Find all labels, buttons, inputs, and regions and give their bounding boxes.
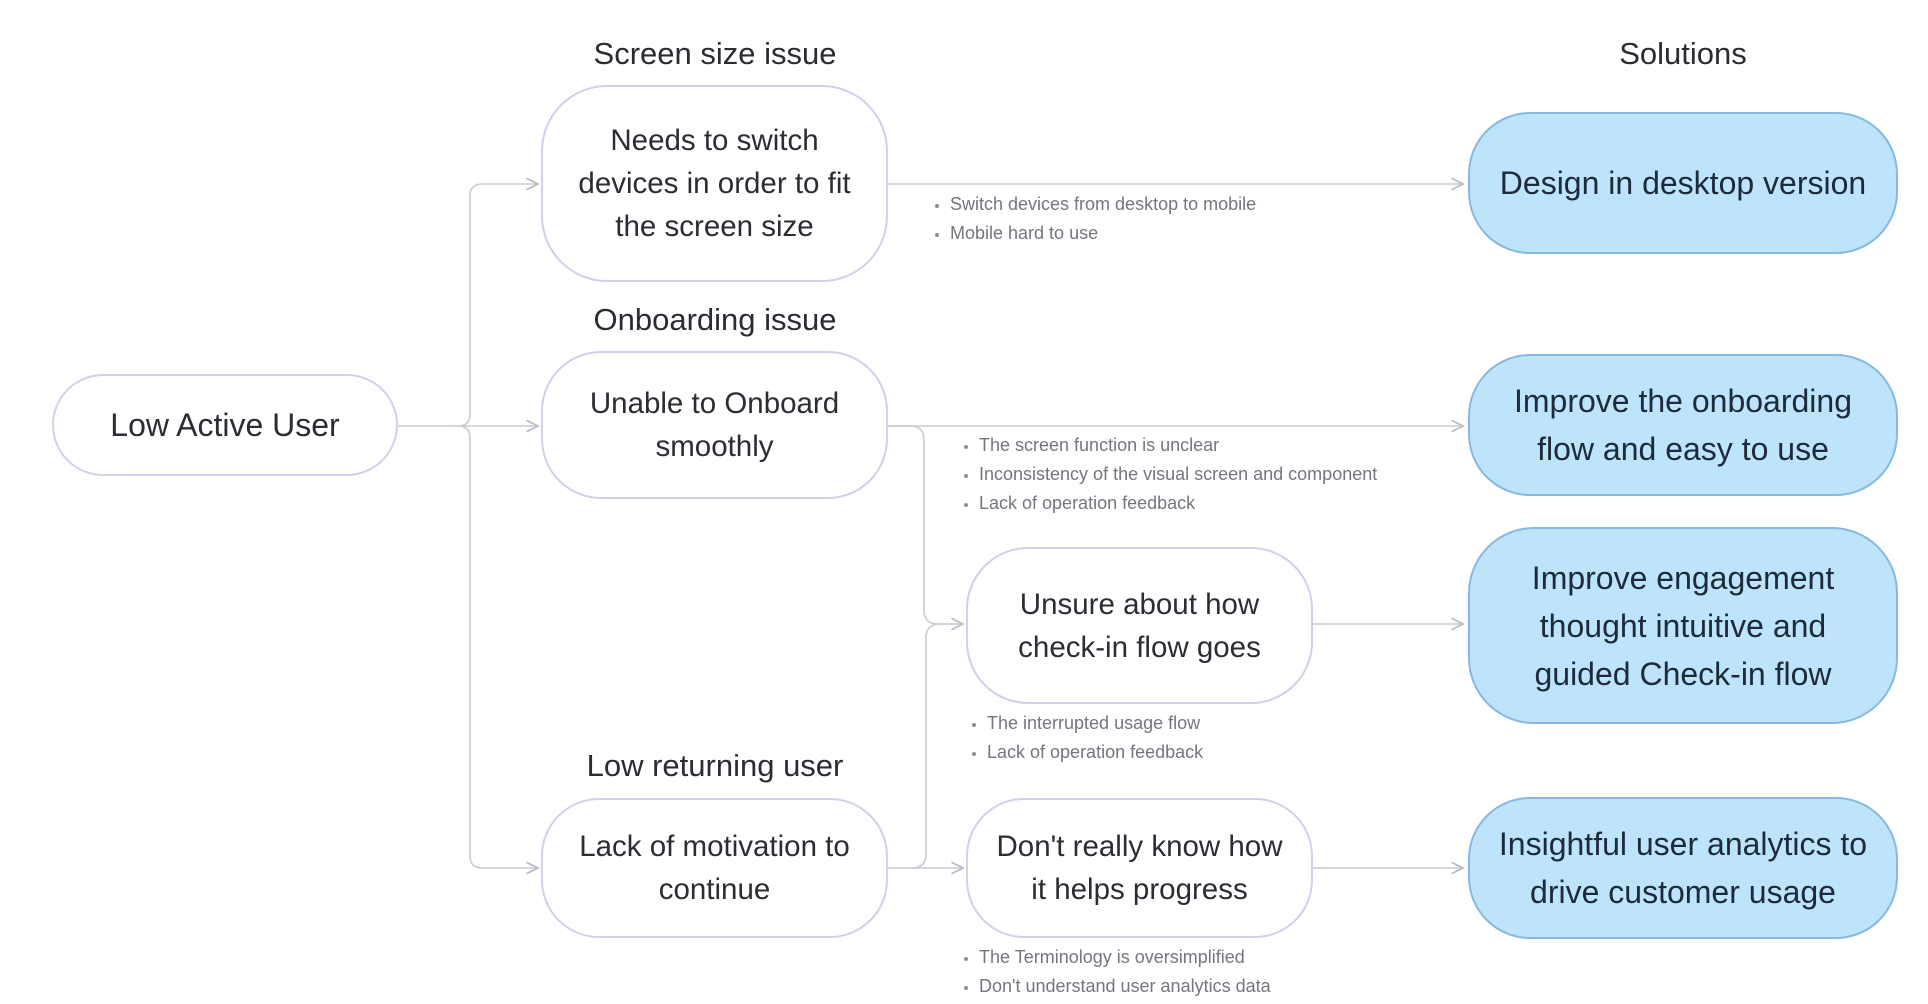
connector-root-to-switch bbox=[457, 184, 538, 427]
connector-onboard-to-unsure bbox=[888, 425, 963, 624]
notes-onboarding: The screen function is unclear Inconsist… bbox=[957, 431, 1377, 518]
node-label: Unsure about how check-in flow goes bbox=[1018, 587, 1261, 664]
solution-onboarding-flow: Improve the onboarding flow and easy to … bbox=[1468, 354, 1898, 496]
note-item: Mobile hard to use bbox=[950, 219, 1256, 248]
note-item: The Terminology is oversimplified bbox=[979, 943, 1271, 972]
solution-user-analytics: Insightful user analytics to drive custo… bbox=[1468, 797, 1898, 939]
solution-label: Design in desktop version bbox=[1499, 165, 1867, 201]
solution-label: Insightful user analytics to drive custo… bbox=[1498, 826, 1868, 910]
note-item: Lack of operation feedback bbox=[979, 489, 1377, 518]
solution-checkin-engagement: Improve engagement thought intuitive and… bbox=[1468, 527, 1898, 724]
note-item: Switch devices from desktop to mobile bbox=[950, 190, 1256, 219]
notes-progress: The Terminology is oversimplified Don't … bbox=[957, 943, 1271, 1001]
note-item: The screen function is unclear bbox=[979, 431, 1377, 460]
node-dont-know-progress: Don't really know how it helps progress bbox=[966, 798, 1313, 938]
heading-screen-size: Screen size issue bbox=[593, 36, 837, 71]
node-label: Don't really know how it helps progress bbox=[996, 830, 1283, 906]
node-unsure-checkin: Unsure about how check-in flow goes bbox=[966, 547, 1313, 704]
notes-screen-size: Switch devices from desktop to mobile Mo… bbox=[928, 190, 1256, 248]
node-label: Unable to Onboard smoothly bbox=[589, 387, 840, 463]
heading-returning: Low returning user bbox=[586, 748, 844, 783]
note-item: Don't understand user analytics data bbox=[979, 972, 1271, 1001]
note-item: Lack of operation feedback bbox=[987, 738, 1203, 767]
node-unable-onboard: Unable to Onboard smoothly bbox=[541, 351, 888, 499]
connector-motivation-to-unsure bbox=[911, 623, 963, 869]
node-lack-motivation: Lack of motivation to continue bbox=[541, 798, 888, 938]
heading-onboarding: Onboarding issue bbox=[593, 302, 837, 337]
heading-solutions: Solutions bbox=[1619, 36, 1747, 71]
solution-label: Improve the onboarding flow and easy to … bbox=[1514, 383, 1852, 467]
node-switch-devices: Needs to switch devices in order to fit … bbox=[541, 85, 888, 282]
node-label: Lack of motivation to continue bbox=[579, 830, 850, 906]
node-label: Low Active User bbox=[110, 406, 340, 443]
node-label: Needs to switch devices in order to fit … bbox=[578, 124, 851, 243]
node-low-active-user: Low Active User bbox=[52, 374, 398, 476]
solution-label: Improve engagement thought intuitive and… bbox=[1531, 559, 1835, 692]
notes-checkin: The interrupted usage flow Lack of opera… bbox=[965, 709, 1203, 767]
solution-desktop-version: Design in desktop version bbox=[1468, 112, 1898, 254]
note-item: Inconsistency of the visual screen and c… bbox=[979, 460, 1377, 489]
connector-root-to-motivation bbox=[457, 425, 538, 868]
note-item: The interrupted usage flow bbox=[987, 709, 1203, 738]
